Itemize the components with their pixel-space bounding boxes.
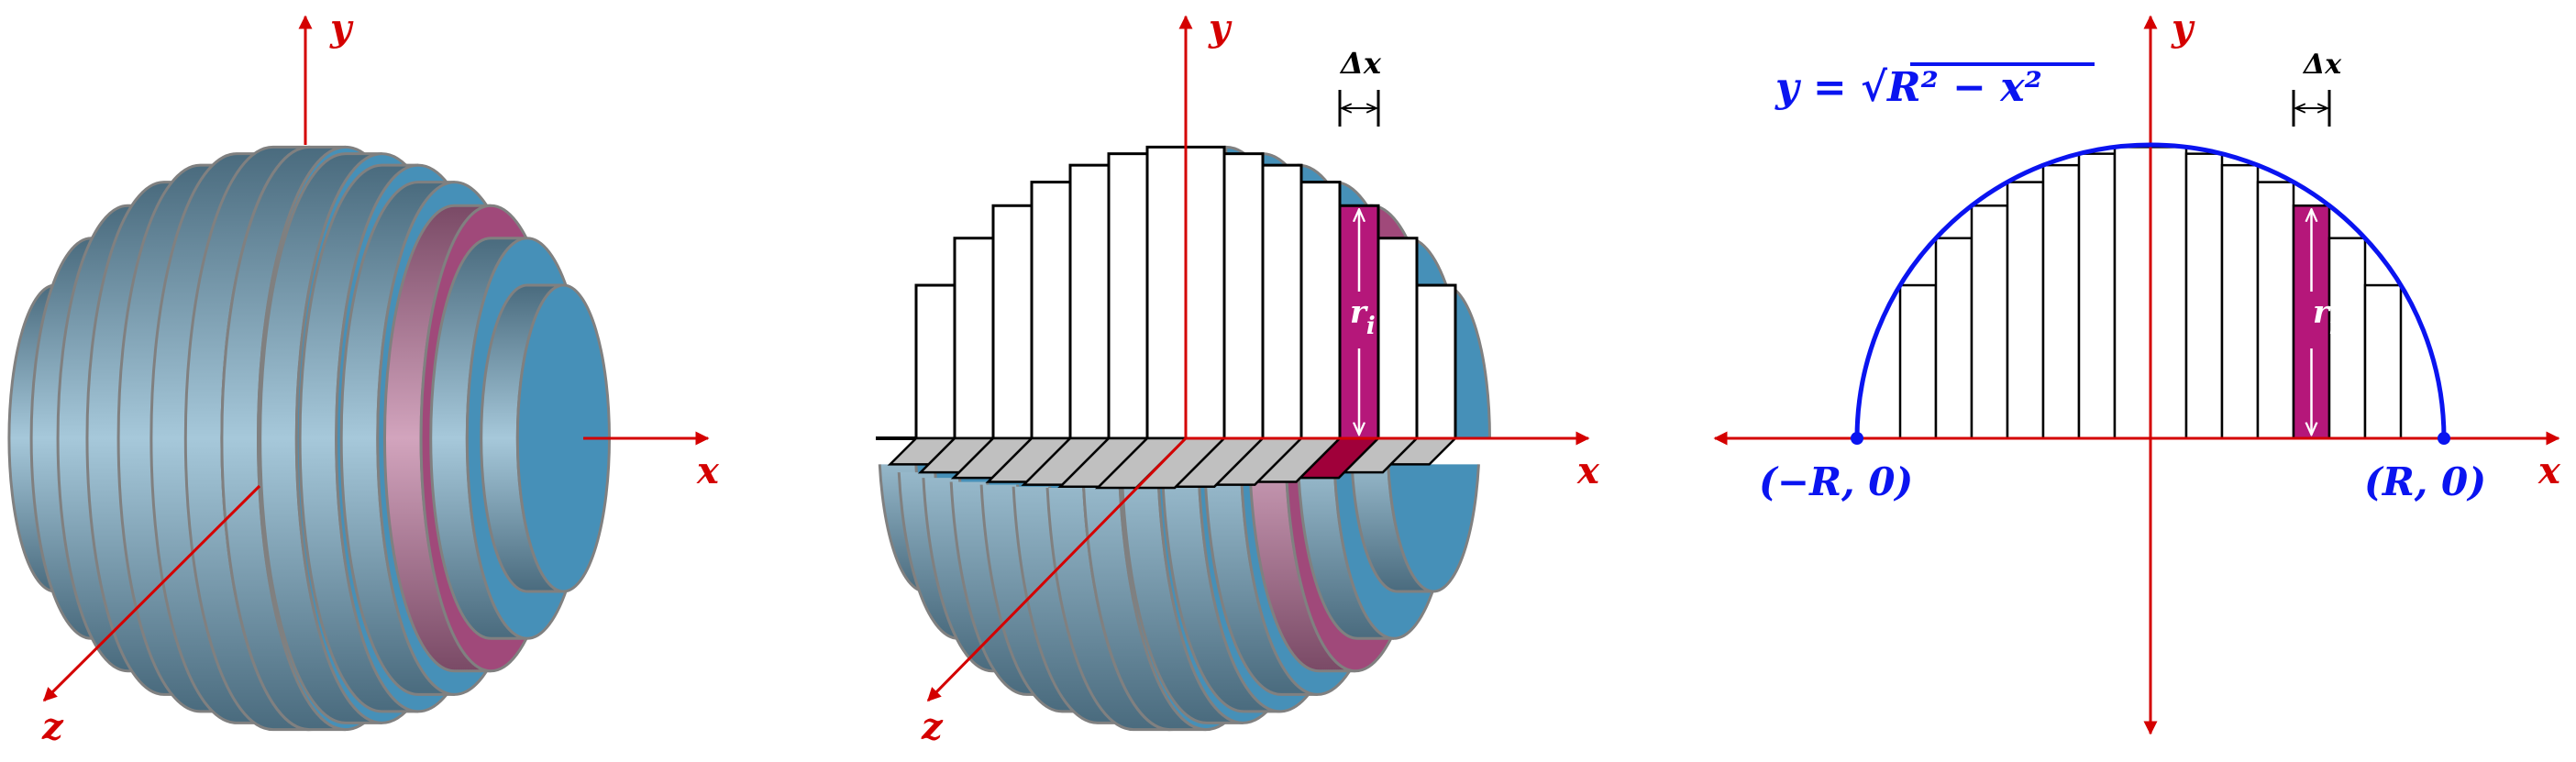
x-axis-label-mid: x — [1576, 449, 1600, 492]
rectangle-slice — [953, 237, 995, 440]
x-axis-label-right: x — [2537, 449, 2561, 492]
rectangle-slice — [2113, 146, 2152, 440]
disk-face — [1387, 464, 1480, 593]
rectangle-slice — [2149, 146, 2188, 440]
rectangle-slice — [2041, 163, 2081, 440]
radius-label-right: ri — [2313, 294, 2338, 340]
rectangle-slice — [2220, 163, 2260, 440]
point-label-neg-r: (−R, 0) — [1759, 459, 1913, 504]
x-axis-label-left: x — [696, 449, 720, 492]
point-neg-r — [1851, 432, 1863, 445]
semicircle-curve — [1854, 142, 2447, 439]
delta-x-label-right: Δx — [2302, 49, 2342, 81]
curve-equation: y = √R² − x² — [1774, 62, 2095, 111]
equation-radicand: R² − x² — [1885, 64, 2042, 111]
rectangle-slice — [1068, 163, 1111, 440]
panel-stacked-disks — [7, 15, 710, 732]
rectangle-slice — [2006, 181, 2045, 440]
rectangle-slice — [991, 204, 1034, 440]
svg-text:y = √R² − x²: y = √R² − x² — [1774, 64, 2042, 111]
rectangle-slice — [1184, 145, 1226, 440]
z-axis — [926, 436, 1188, 702]
y-axis-label-left: y — [329, 6, 354, 50]
rectangle-slice — [914, 283, 956, 440]
radius-label-mid: ri — [1350, 294, 1376, 340]
rectangle-slice — [1376, 237, 1419, 440]
rectangle-slice — [1299, 181, 1342, 440]
disk-slice — [480, 283, 611, 593]
point-pos-r — [2438, 432, 2450, 445]
rectangle-slice — [1030, 181, 1072, 440]
radical-sign: √ — [1861, 64, 1887, 111]
z-axis — [42, 484, 261, 702]
delta-x-marker — [1338, 90, 1380, 127]
rectangle-slice — [1145, 145, 1188, 440]
half-disk-slice — [1350, 464, 1480, 593]
rectangle-slice — [2077, 152, 2117, 440]
rectangle-slice — [2256, 181, 2295, 440]
rectangle-slice — [1898, 283, 1938, 440]
rectangle-slice — [1107, 152, 1149, 440]
rectangle-slice — [1222, 152, 1265, 440]
rectangle-slice — [1415, 283, 1457, 440]
equation-lhs: y = — [1774, 64, 1861, 111]
panel-semicircle-rectangles — [1713, 15, 2560, 735]
z-axis-label-left: z — [41, 705, 64, 748]
delta-x-label-mid: Δx — [1339, 46, 1382, 81]
rectangle-slice — [2184, 152, 2224, 440]
rectangle-slice — [1970, 204, 2009, 440]
panel-cut-disks — [876, 15, 1590, 732]
rectangle-slice — [2363, 283, 2403, 440]
z-axis-label-mid: z — [921, 705, 944, 748]
y-axis-label-mid: y — [1208, 6, 1233, 50]
rectangle-slice — [1934, 237, 1973, 440]
delta-x-marker — [2292, 90, 2331, 127]
y-axis-label-right: y — [2171, 6, 2195, 50]
rectangle-slice — [1261, 163, 1303, 440]
point-label-pos-r: (R, 0) — [2364, 459, 2486, 504]
